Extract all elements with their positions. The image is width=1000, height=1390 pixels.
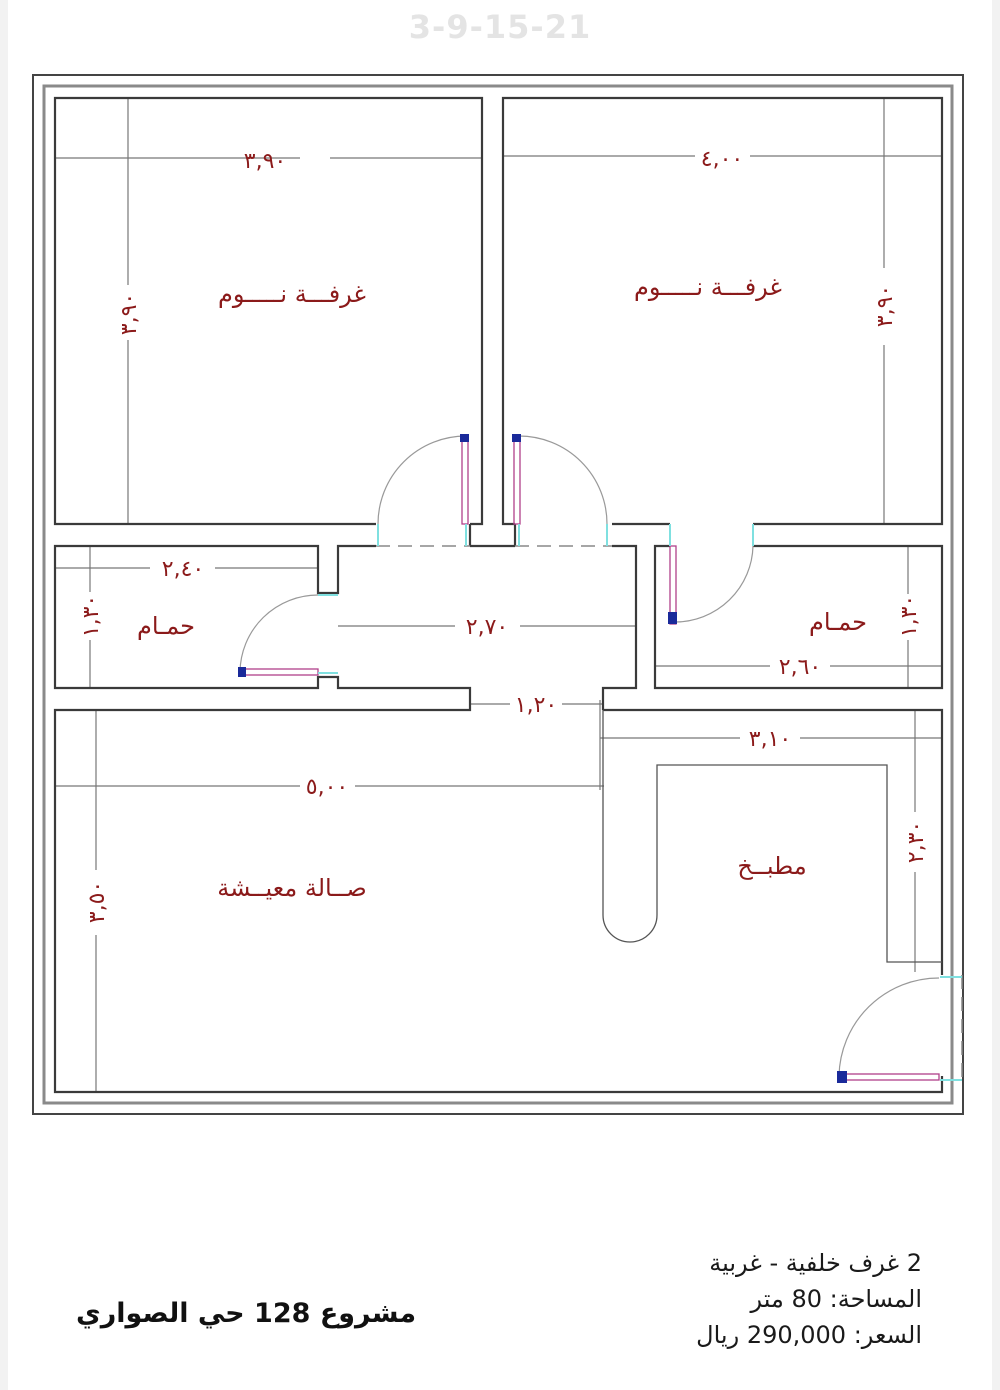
price: السعر: 290,000 ريال	[696, 1321, 922, 1349]
dim-bathroom-1-width: ٢,٤٠	[162, 557, 204, 582]
walls	[53, 96, 944, 1094]
dim-living-room-width: ٥,٠٠	[306, 775, 348, 800]
dim-bathroom-2-height: ١,٣٠	[897, 595, 922, 637]
dim-bedroom-2-width: ٤,٠٠	[701, 147, 743, 172]
dim-opening: ١,٢٠	[515, 693, 557, 718]
dim-kitchen-height: ٢,٣٠	[904, 821, 929, 863]
dim-bedroom-1-width: ٣,٩٠	[244, 149, 286, 174]
room-label-bedroom-1: غرفـــة نـــــوم	[218, 280, 366, 308]
listing-info: 2 غرف خلفية - غربية المساحة: 80 متر السع…	[696, 1245, 922, 1353]
room-label-living-room: صــالة معيــشة	[217, 874, 367, 902]
dim-kitchen-width: ٣,١٠	[749, 727, 791, 752]
project-title: مشروع 128 حي الصواري	[76, 1298, 417, 1329]
dim-bedroom-2-height: ٣,٩٠	[873, 285, 898, 327]
kitchen-counter	[602, 710, 942, 963]
room-label-kitchen: مطبــخ	[737, 852, 806, 880]
floor-plan: غرفـــة نـــــوم غرفـــة نـــــوم حمـام …	[32, 74, 964, 1115]
room-label-bathroom-1: حمـام	[137, 612, 195, 640]
room-label-bathroom-2: حمـام	[809, 608, 867, 636]
doors	[238, 434, 962, 1083]
watermark: 3-9-15-21	[408, 8, 592, 46]
area: المساحة: 80 متر	[750, 1285, 922, 1313]
dim-bedroom-1-height: ٣,٩٠	[117, 293, 142, 335]
dim-bathroom-2-width: ٢,٦٠	[779, 655, 821, 680]
dim-corridor-width: ٢,٧٠	[466, 615, 508, 640]
room-label-bedroom-2: غرفـــة نـــــوم	[634, 273, 782, 301]
dashed-lines	[376, 545, 963, 1085]
dim-bathroom-1-height: ١,٣٠	[79, 595, 104, 637]
dimension-lines	[55, 98, 942, 1092]
rooms-description: 2 غرف خلفية - غربية	[709, 1249, 922, 1277]
dim-living-room-height: ٣,٥٠	[85, 881, 110, 923]
page	[8, 0, 992, 1390]
